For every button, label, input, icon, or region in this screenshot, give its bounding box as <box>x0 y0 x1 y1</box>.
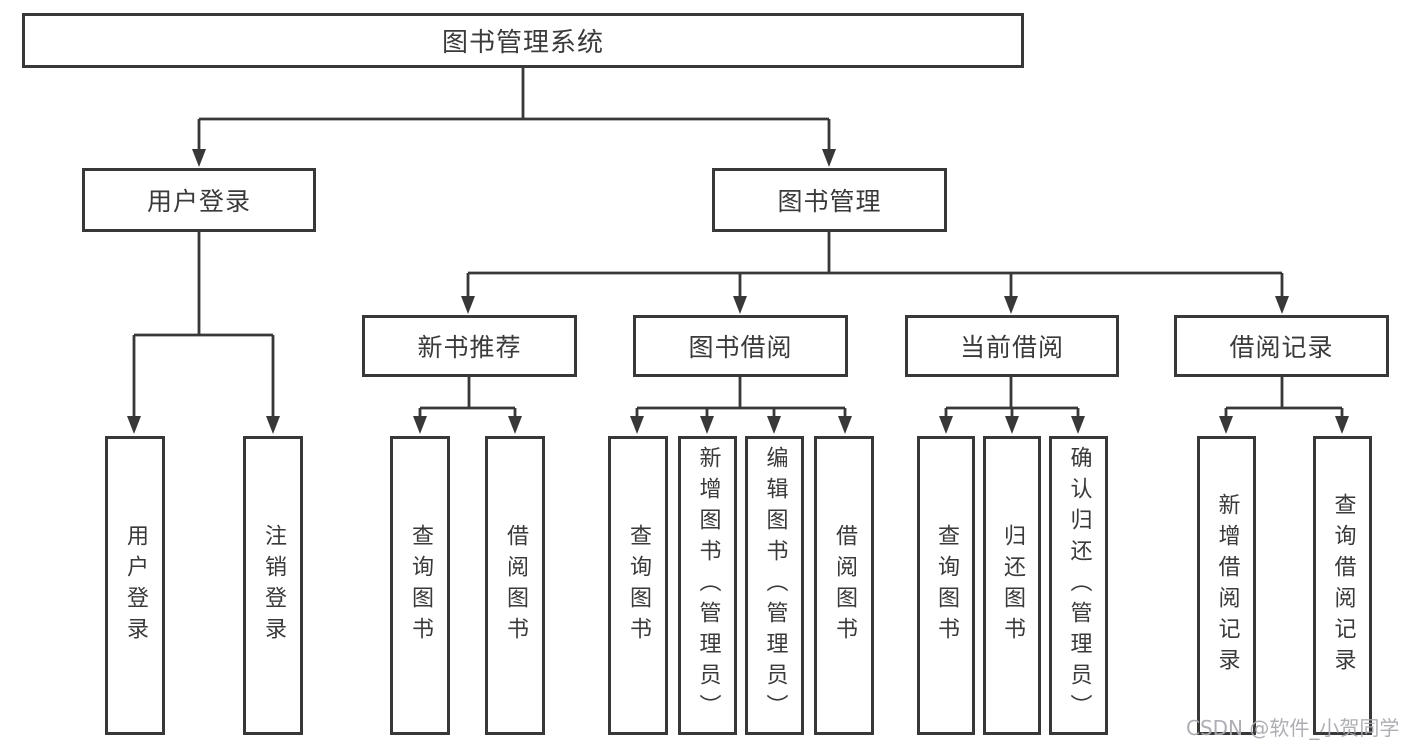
leaf-user-login-label: 用户登录 <box>123 523 148 648</box>
leaf-borrow-books: 借阅图书 <box>814 436 874 735</box>
watermark: CSDN @软件_小贺同学 <box>1186 716 1400 740</box>
node-new-book-recommend-label: 新书推荐 <box>417 333 522 362</box>
leaf-edit-book-admin: 编辑图书（管理员） <box>745 436 804 735</box>
leaf-query-books-recommend: 查询图书 <box>390 436 450 735</box>
node-borrow-records: 借阅记录 <box>1174 315 1389 377</box>
node-library-management-system-label: 图书管理系统 <box>441 28 604 58</box>
leaf-logout: 注销登录 <box>243 436 303 735</box>
node-current-borrow: 当前借阅 <box>905 315 1119 377</box>
node-current-borrow-label: 当前借阅 <box>959 333 1064 362</box>
leaf-query-books-recommend-label: 查询图书 <box>408 523 433 648</box>
connector-book-management-to-level3 <box>461 232 1289 314</box>
node-book-management: 图书管理 <box>712 168 947 232</box>
leaf-query-books-current: 查询图书 <box>917 436 975 735</box>
node-book-management-label: 图书管理 <box>777 187 882 216</box>
leaf-confirm-return-admin-label: 确认归还（管理员） <box>1066 446 1092 725</box>
leaf-query-books-current-label: 查询图书 <box>934 523 959 648</box>
node-new-book-recommend: 新书推荐 <box>362 315 577 377</box>
leaf-return-book-label: 归还图书 <box>1000 523 1025 648</box>
node-user-login: 用户登录 <box>82 168 316 232</box>
connector-user-login-to-leaves <box>127 232 280 434</box>
connector-book-borrow-to-leaves <box>630 377 852 434</box>
connector-current-borrow-to-leaves <box>939 377 1085 434</box>
leaf-borrow-books-label: 借阅图书 <box>832 523 857 648</box>
leaf-borrow-books-recommend-label: 借阅图书 <box>503 523 528 648</box>
leaf-edit-book-admin-label: 编辑图书（管理员） <box>762 446 788 725</box>
leaf-logout-label: 注销登录 <box>261 523 286 648</box>
leaf-add-borrow-record-label: 新增借阅记录 <box>1214 492 1240 679</box>
node-borrow-records-label: 借阅记录 <box>1229 333 1334 362</box>
leaf-query-books-borrow: 查询图书 <box>608 436 668 735</box>
leaf-query-borrow-record-label: 查询借阅记录 <box>1330 492 1356 679</box>
connector-borrow-records-to-leaves <box>1219 377 1349 434</box>
leaf-confirm-return-admin: 确认归还（管理员） <box>1049 436 1108 735</box>
node-book-borrow: 图书借阅 <box>633 315 848 377</box>
node-book-borrow-label: 图书借阅 <box>688 333 793 362</box>
leaf-user-login: 用户登录 <box>105 436 165 735</box>
leaf-add-borrow-record: 新增借阅记录 <box>1197 436 1256 735</box>
leaf-borrow-books-recommend: 借阅图书 <box>485 436 545 735</box>
connector-new-book-recommend-to-leaves <box>413 377 522 434</box>
leaf-add-book-admin: 新增图书（管理员） <box>678 436 737 735</box>
leaf-return-book: 归还图书 <box>983 436 1041 735</box>
node-user-login-label: 用户登录 <box>146 187 251 216</box>
leaf-add-book-admin-label: 新增图书（管理员） <box>695 446 721 725</box>
connector-root-to-level2 <box>192 68 836 167</box>
node-library-management-system: 图书管理系统 <box>22 13 1024 68</box>
leaf-query-borrow-record: 查询借阅记录 <box>1313 436 1372 735</box>
leaf-query-books-borrow-label: 查询图书 <box>626 523 651 648</box>
